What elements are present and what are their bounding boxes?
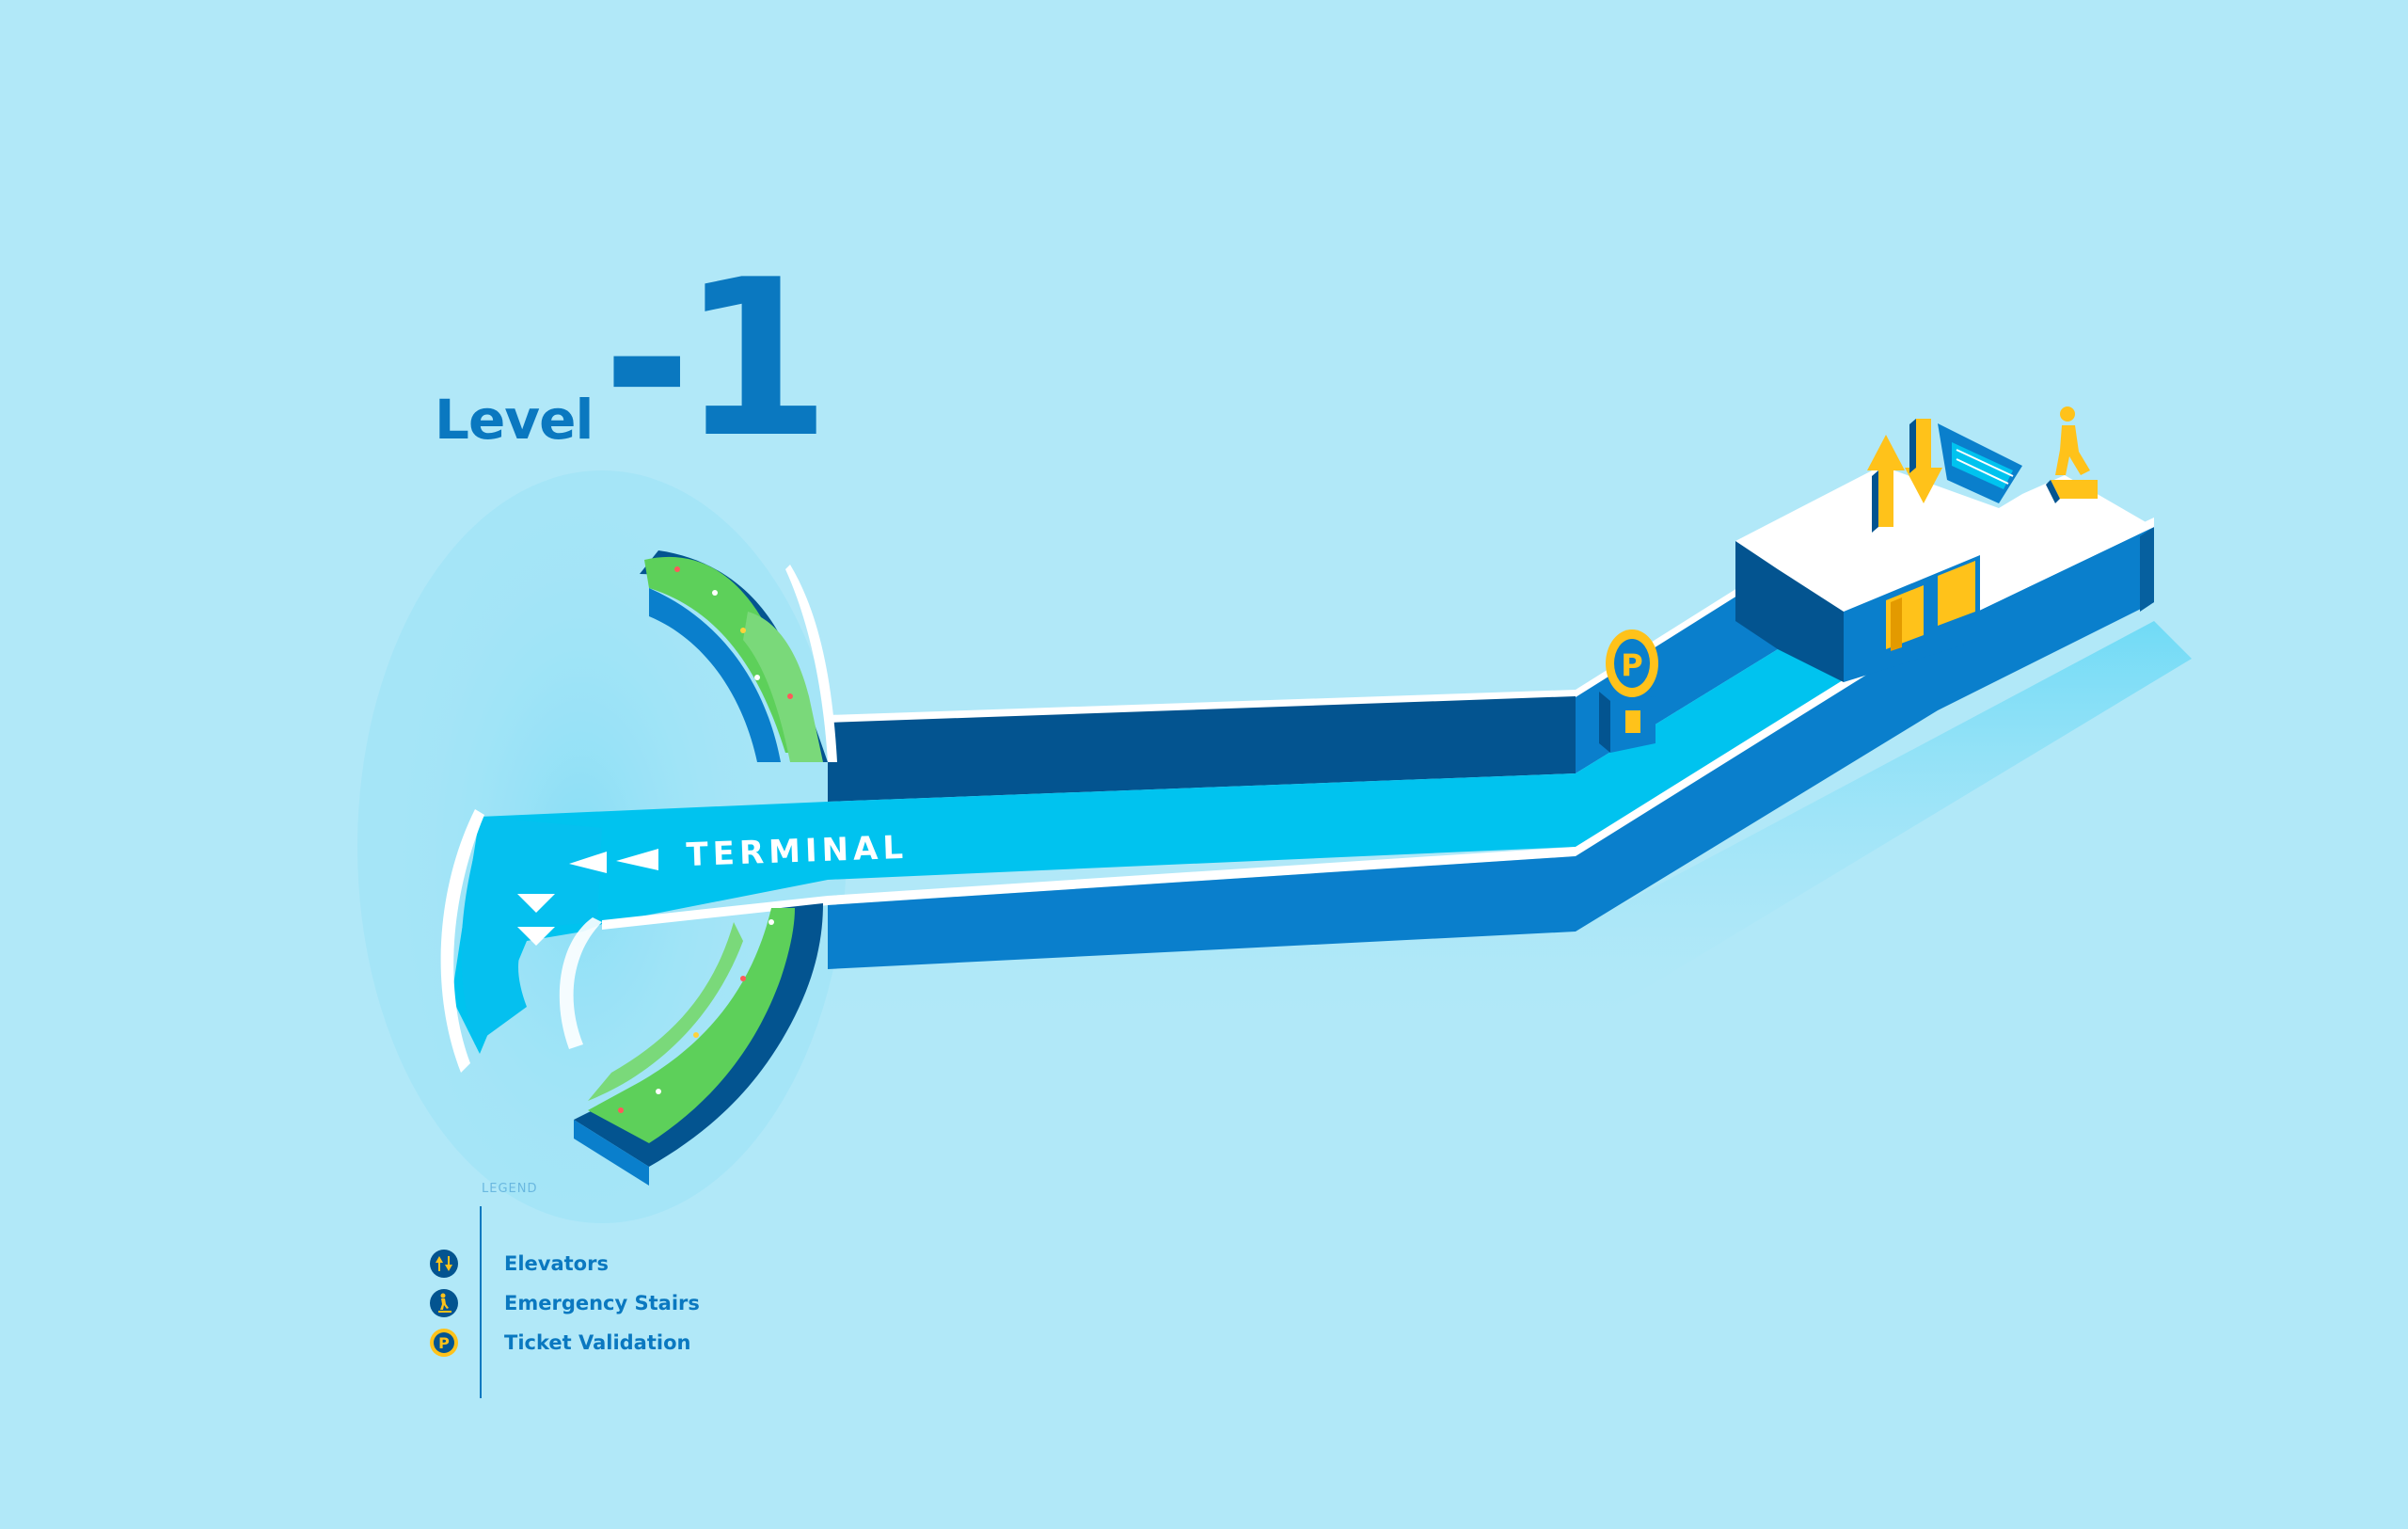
legend-divider — [480, 1206, 482, 1398]
svg-text:P: P — [1621, 647, 1642, 683]
direction-arrows — [517, 849, 658, 946]
elevator-block — [1735, 423, 2154, 682]
ticket-validation-icon: P — [430, 1329, 458, 1357]
corridor-label: TERMINAL — [686, 829, 909, 874]
legend-item-ticket-validation: P Ticket Validation — [429, 1327, 690, 1359]
level-number: -1 — [602, 234, 831, 486]
legend-label: Ticket Validation — [504, 1331, 691, 1354]
legend-label: Elevators — [504, 1252, 609, 1275]
legend-item-elevators: Elevators — [429, 1248, 609, 1280]
legend-title: LEGEND — [482, 1182, 538, 1196]
legend-item-emergency-stairs: Emergency Stairs — [429, 1287, 700, 1319]
elevator-icon — [430, 1250, 458, 1278]
green-planter-top — [640, 550, 837, 762]
emergency-stairs-icon — [2046, 406, 2098, 503]
corridor-walls — [440, 690, 1576, 1073]
corridor-shadow — [828, 621, 2192, 1035]
ticket-validation-icon: P — [1599, 629, 1658, 753]
green-planter-bottom — [574, 903, 823, 1186]
legend-label: Emergency Stairs — [504, 1292, 700, 1314]
elevator-icon — [1867, 419, 1942, 533]
svg-text:P: P — [438, 1334, 450, 1352]
emergency-stairs-icon — [430, 1289, 458, 1317]
level-label: Level — [435, 388, 594, 452]
